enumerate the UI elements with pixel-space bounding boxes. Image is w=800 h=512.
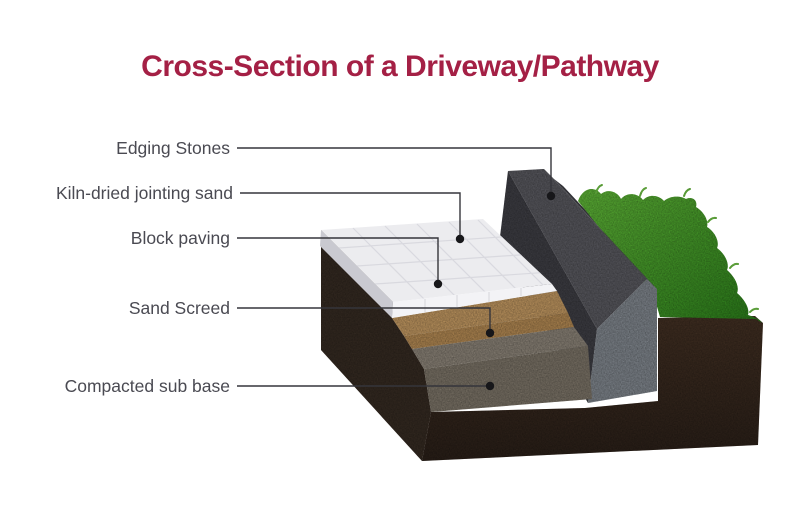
illustration: [320, 169, 763, 461]
subbase-front-face: [424, 346, 592, 412]
leader-line-edging-stones: [237, 147, 552, 196]
label-sub-base: Compacted sub base: [65, 376, 230, 396]
leader-dots: [433, 191, 556, 391]
sand-screed-top-face: [392, 291, 568, 336]
leader-dot-sub-base: [485, 381, 495, 391]
paving-left-face: [320, 230, 393, 318]
edging-stone-top-face: [544, 169, 657, 289]
leader-line-jointing-sand: [240, 192, 461, 239]
subbase-top-face: [412, 327, 588, 369]
paving-front-face: [392, 284, 557, 318]
leader-dot-edging-stones: [546, 191, 556, 201]
page-title: Cross-Section of a Driveway/Pathway: [141, 50, 659, 83]
paving-joint-lines: [338, 219, 552, 302]
label-sand-screed: Sand Screed: [129, 298, 230, 318]
layers-left-face: [321, 230, 431, 461]
leader-dot-jointing-sand: [455, 234, 465, 244]
soil-mass: [422, 316, 763, 461]
label-edging-stones: Edging Stones: [116, 138, 230, 158]
edging-stone-chamfer-face: [508, 169, 647, 329]
leader-line-block-paving: [237, 237, 439, 284]
grass-tufts: [595, 184, 759, 313]
layer-labels: Edging Stones Kiln-dried jointing sand B…: [56, 138, 233, 396]
paving-front-joints: [424, 288, 522, 312]
leader-dot-block-paving: [433, 279, 443, 289]
leader-lines: [237, 147, 552, 387]
edging-stone-front-face: [588, 279, 657, 403]
grass-surface: [578, 188, 762, 323]
label-block-paving: Block paving: [131, 228, 230, 248]
label-jointing-sand: Kiln-dried jointing sand: [56, 183, 233, 203]
leader-line-sand-screed: [237, 307, 491, 333]
leader-dot-sand-screed: [485, 328, 495, 338]
